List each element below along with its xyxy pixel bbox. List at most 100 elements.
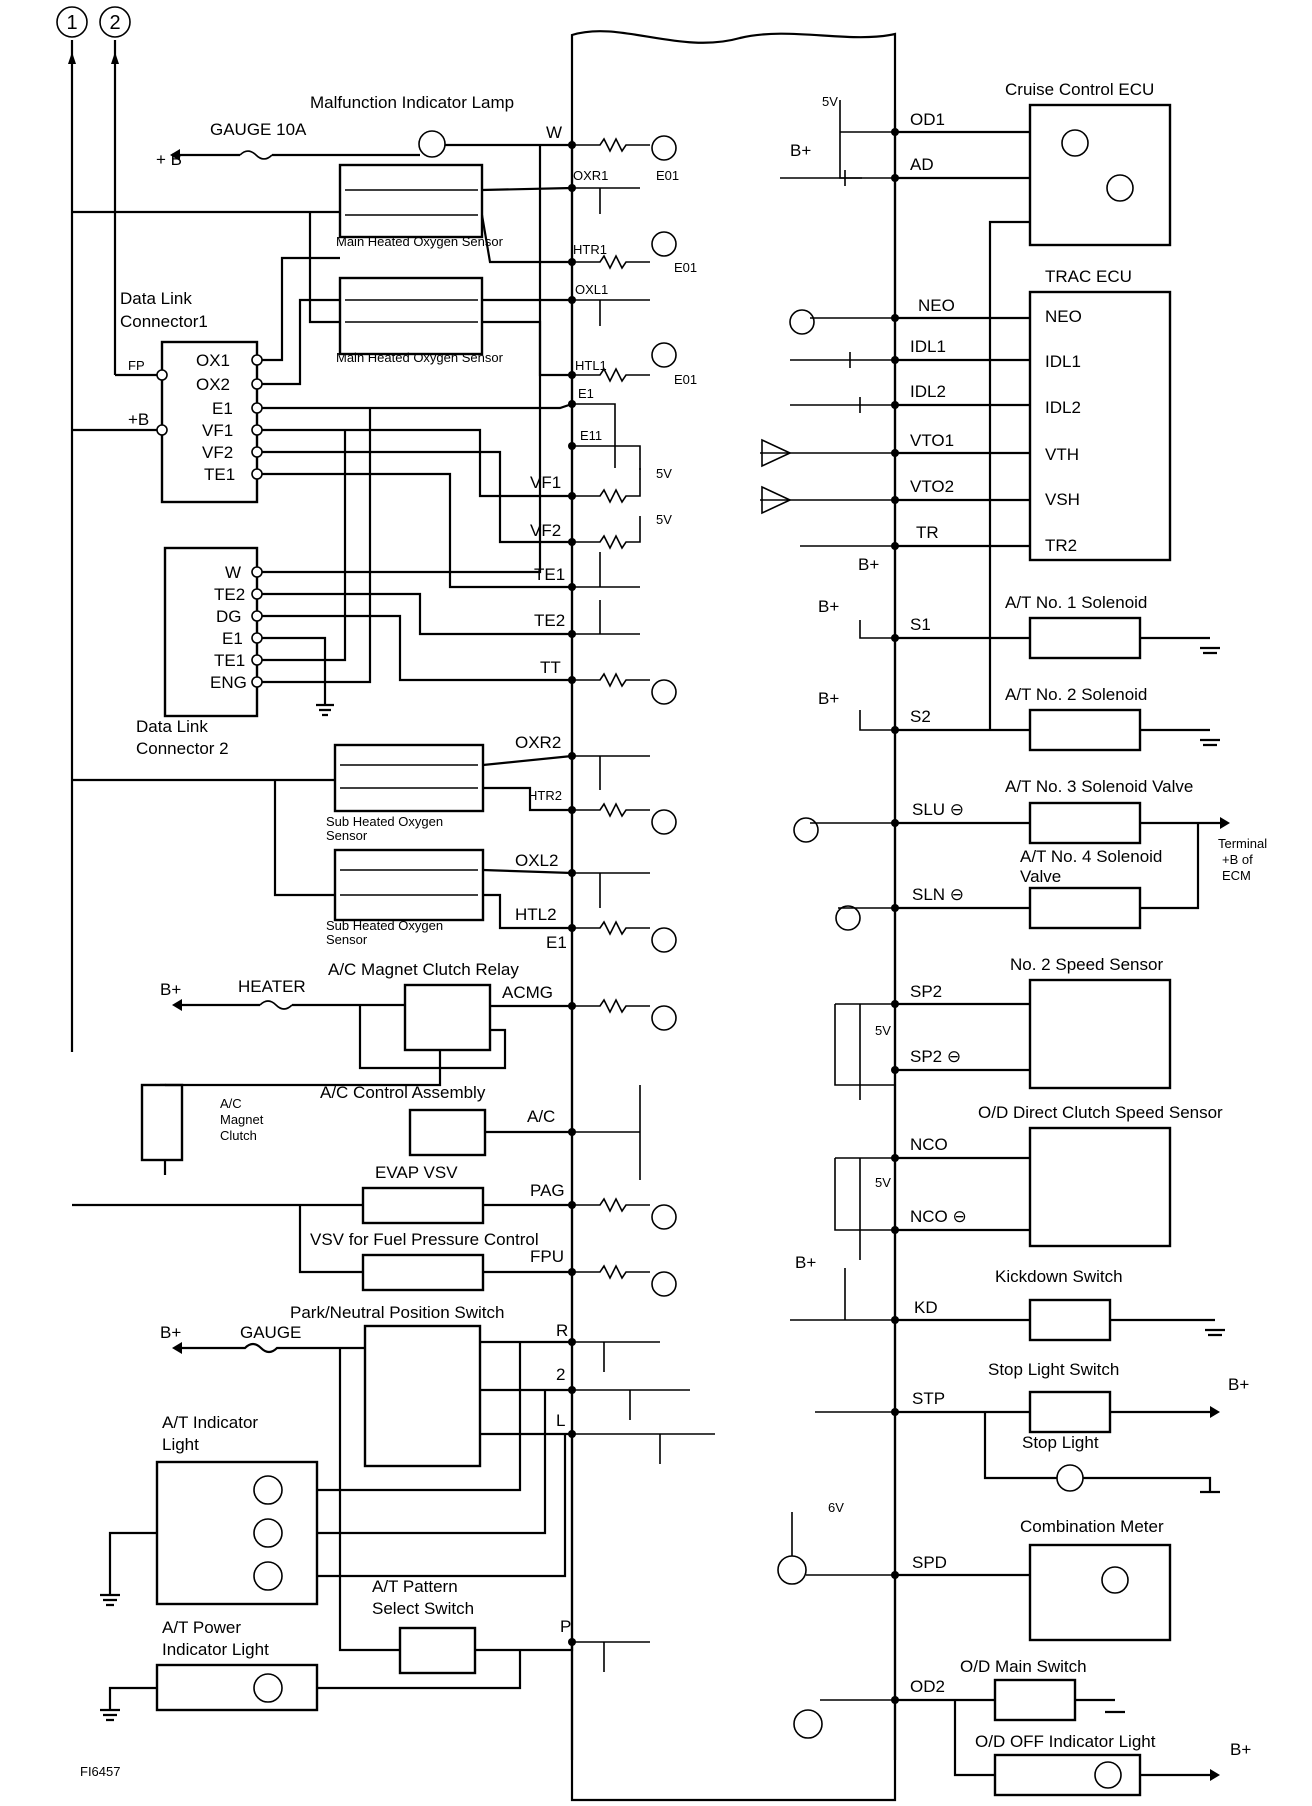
svg-text:Sensor: Sensor — [326, 828, 368, 843]
svg-text:NCO ⊖: NCO ⊖ — [910, 1207, 967, 1226]
pin-e1-a: E1 — [578, 386, 594, 401]
pin-2: 2 — [556, 1365, 565, 1384]
marker-2: 2 — [99, 6, 131, 38]
dlc1: Data Link Connector1 OX1 OX2 E1 VF1 VF2 … — [120, 289, 263, 504]
pin-e1-b: E1 — [546, 933, 567, 952]
svg-text:Light: Light — [162, 1435, 199, 1454]
svg-text:B+: B+ — [858, 555, 879, 574]
at-power-light: A/T Power Indicator Light — [100, 1618, 522, 1722]
figure-id: FI6457 — [80, 1764, 120, 1779]
svg-text:E1: E1 — [212, 399, 233, 418]
svg-text:Sub Heated Oxygen: Sub Heated Oxygen — [326, 918, 443, 933]
svg-text:IDL2: IDL2 — [910, 382, 946, 401]
svg-text:A/T Power: A/T Power — [162, 1618, 241, 1637]
svg-text:Terminal: Terminal — [1218, 836, 1267, 851]
gauge-fuse-label: GAUGE 10A — [210, 120, 307, 139]
dlc1-wires — [72, 256, 573, 589]
svg-text:ENG: ENG — [210, 673, 247, 692]
svg-text:VF1: VF1 — [202, 421, 233, 440]
svg-text:VF2: VF2 — [202, 443, 233, 462]
no2-speed-sensor: No. 2 Speed Sensor — [895, 955, 1172, 1090]
svg-text:GAUGE: GAUGE — [240, 1323, 301, 1342]
svg-text:VSV for Fuel Pressure Control: VSV for Fuel Pressure Control — [310, 1230, 539, 1249]
ecm-left-pins: W OXR1 HTR1 OXL1 HTL1 E1 E11 VF1 VF2 TE1… — [502, 123, 608, 1636]
svg-text:Valve: Valve — [1020, 867, 1061, 886]
svg-text:SLU ⊖: SLU ⊖ — [912, 800, 964, 819]
od-main-switch: O/D Main Switch O/D OFF Indicator Light … — [895, 1657, 1251, 1797]
svg-text:Indicator Light: Indicator Light — [162, 1640, 269, 1659]
svg-text:A/T No. 4 Solenoid: A/T No. 4 Solenoid — [1020, 847, 1162, 866]
svg-text:W: W — [225, 563, 241, 582]
dlc1-title-1: Data Link — [120, 289, 192, 308]
svg-text:5V: 5V — [656, 466, 672, 481]
ac-relay: A/C Magnet Clutch Relay B+ HEATER — [160, 960, 572, 1070]
pin-pag: PAG — [530, 1181, 565, 1200]
svg-text:B+: B+ — [790, 141, 811, 160]
stop-light-switch: Stop Light Switch B+ Stop Light — [895, 1360, 1249, 1494]
svg-text:E01: E01 — [674, 260, 697, 275]
svg-text:A/C: A/C — [220, 1096, 242, 1111]
svg-text:A/T No. 3 Solenoid Valve: A/T No. 3 Solenoid Valve — [1005, 777, 1193, 796]
svg-text:OD2: OD2 — [910, 1677, 945, 1696]
pin-p: P — [560, 1617, 571, 1636]
ecm-right-nodes — [891, 128, 899, 1704]
svg-text:HEATER: HEATER — [238, 977, 306, 996]
ecm-left-internal: E01 E01 E01 5V 5V — [572, 135, 715, 1672]
main-o2-sensor-2: Main Heated Oxygen Sensor — [336, 276, 504, 365]
mil-lamp-icon — [418, 130, 446, 158]
svg-text:NEO: NEO — [918, 296, 955, 315]
svg-text:A/C Magnet Clutch Relay: A/C Magnet Clutch Relay — [328, 960, 519, 979]
pin-l: L — [556, 1411, 565, 1430]
ac-control: A/C Control Assembly A/C Magnet Clutch — [140, 1050, 572, 1175]
svg-text:IDL1: IDL1 — [910, 337, 946, 356]
svg-text:NCO: NCO — [910, 1135, 948, 1154]
svg-text:SP2 ⊖: SP2 ⊖ — [910, 1047, 961, 1066]
pin-oxl2: OXL2 — [515, 851, 558, 870]
fuel-pressure-vsv: VSV for Fuel Pressure Control — [298, 1205, 572, 1292]
svg-text:B+: B+ — [1230, 1740, 1251, 1759]
pin-oxr2: OXR2 — [515, 733, 561, 752]
svg-text:SPD: SPD — [912, 1553, 947, 1572]
svg-text:Select Switch: Select Switch — [372, 1599, 474, 1618]
svg-text:VTO1: VTO1 — [910, 431, 954, 450]
marker-2-label: 2 — [109, 12, 120, 34]
ecm-right-pins: OD1 AD NEO IDL1 IDL2 VTO1 VTO2 TR S1 S2 … — [910, 110, 967, 1696]
pin-acmg: ACMG — [502, 983, 553, 1002]
svg-text:B+: B+ — [818, 689, 839, 708]
svg-text:OD1: OD1 — [910, 110, 945, 129]
marker-1: 1 — [56, 6, 88, 38]
sub-o2-wires — [72, 754, 573, 930]
svg-text:5V: 5V — [875, 1023, 891, 1038]
pin-fpu: FPU — [530, 1247, 564, 1266]
svg-text:Stop Light: Stop Light — [1022, 1433, 1099, 1452]
svg-text:A/C Control Assembly: A/C Control Assembly — [320, 1083, 486, 1102]
svg-text:Cruise Control ECU: Cruise Control ECU — [1005, 80, 1154, 99]
pin-oxr1: OXR1 — [573, 168, 608, 183]
svg-text:STP: STP — [912, 1389, 945, 1408]
dlc2-title-1: Data Link — [136, 717, 208, 736]
main-o2-sensor-1-label: Main Heated Oxygen Sensor — [336, 234, 504, 249]
mil-circuit: + B GAUGE 10A Malfunction Indicator Lamp — [156, 93, 572, 169]
svg-text:Stop Light Switch: Stop Light Switch — [988, 1360, 1119, 1379]
svg-text:OX2: OX2 — [196, 375, 230, 394]
svg-text:IDL2: IDL2 — [1045, 398, 1081, 417]
svg-text:S1: S1 — [910, 615, 931, 634]
svg-text:SP2: SP2 — [910, 982, 942, 1001]
o2-wires — [72, 186, 573, 377]
main-o2-sensor-1: Main Heated Oxygen Sensor — [336, 163, 504, 249]
svg-text:TE1: TE1 — [204, 465, 235, 484]
svg-text:O/D OFF Indicator Light: O/D OFF Indicator Light — [975, 1732, 1156, 1751]
ecm-outline — [570, 30, 897, 1802]
combination-meter: Combination Meter — [895, 1517, 1172, 1642]
marker-1-label: 1 — [66, 12, 77, 34]
pin-oxl1: OXL1 — [575, 282, 608, 297]
svg-text:E1: E1 — [222, 629, 243, 648]
svg-text:5V: 5V — [822, 94, 838, 109]
cruise-control-ecu: Cruise Control ECU — [895, 80, 1172, 730]
svg-text:B+: B+ — [160, 980, 181, 999]
svg-text:SLN ⊖: SLN ⊖ — [912, 885, 964, 904]
at-pattern-switch: A/T Pattern Select Switch — [372, 1577, 574, 1675]
evap-vsv: EVAP VSV — [72, 1163, 572, 1225]
svg-text:VSH: VSH — [1045, 490, 1080, 509]
